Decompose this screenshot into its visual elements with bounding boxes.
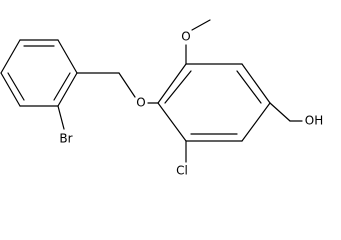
bond [157, 63, 187, 104]
bond [57, 72, 78, 107]
hydroxyl-label: OH [305, 114, 323, 128]
bond [157, 102, 187, 142]
double-bond [236, 70, 262, 104]
double-bond [7, 72, 25, 101]
methoxy-oxygen-label: O [181, 30, 190, 44]
chlorine-label: Cl [176, 164, 188, 178]
bromophenyl-ring [0, 39, 78, 107]
ether-oxygen-label: O [136, 96, 145, 110]
bond [0, 39, 21, 74]
bond [241, 102, 271, 142]
bond [57, 39, 78, 74]
central-benzene-ring [157, 63, 271, 142]
ch2-to-ether-o-bond [118, 72, 136, 98]
bond [0, 72, 21, 107]
ring-to-ch2-bond [269, 102, 291, 122]
bond [241, 63, 271, 104]
bromine-label: Br [59, 132, 72, 146]
methoxy-methyl-bond [191, 19, 211, 31]
chemical-structure-diagram: O O Br Cl OH [0, 19, 323, 178]
double-bond [53, 72, 71, 101]
double-bond [164, 70, 192, 104]
bond-to-bromine [57, 105, 65, 130]
